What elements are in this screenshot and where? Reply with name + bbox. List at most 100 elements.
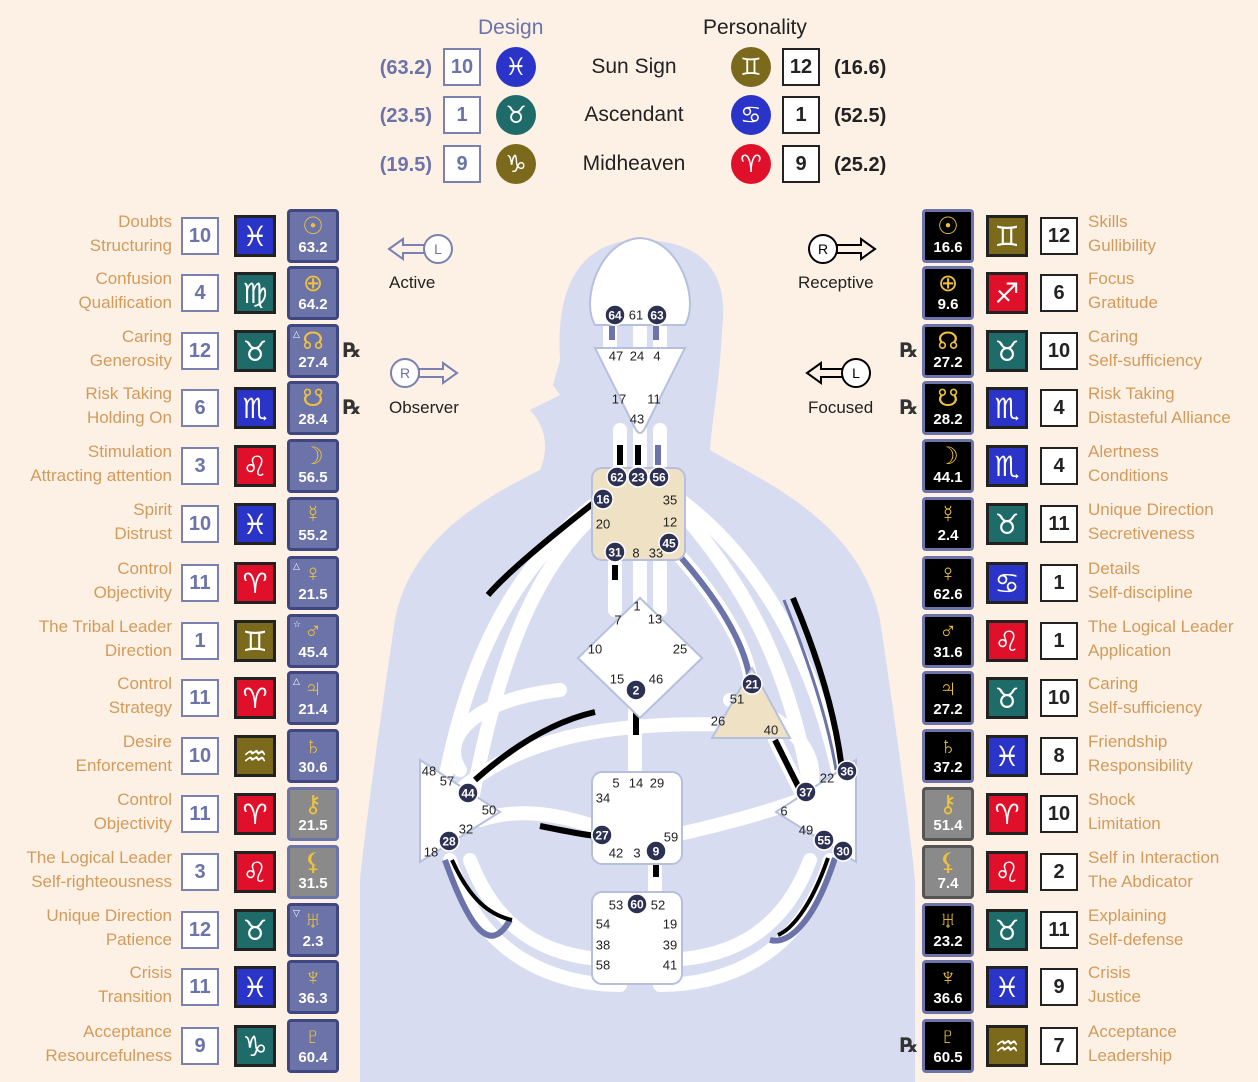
planet-degree: 55.2 <box>298 527 328 544</box>
planet-degree: 36.6 <box>933 990 963 1007</box>
planet-tile[interactable]: ♃27.2 <box>922 671 974 725</box>
planet-tile[interactable]: ⊕9.6 <box>922 266 974 320</box>
line-number-box: 1 <box>181 622 219 660</box>
planet-tile[interactable]: ♄30.6 <box>287 729 339 783</box>
planet-tile[interactable]: ♅2.3▽ <box>287 903 339 957</box>
planet-tile[interactable]: ♂45.4☆ <box>287 614 339 668</box>
planet-tile[interactable]: ♀21.5△ <box>287 556 339 610</box>
retrograde-icon: ℞ <box>900 1035 918 1057</box>
planet-tile[interactable]: ♇60.5 <box>922 1019 974 1073</box>
south-node-icon: ☋ <box>937 385 959 412</box>
planet-tile[interactable]: ♄37.2 <box>922 729 974 783</box>
gate-line-title: Crisis <box>1088 963 1131 982</box>
planet-tile[interactable]: ♀62.6 <box>922 556 974 610</box>
line-number-box: 10 <box>1040 332 1078 370</box>
line-number-box: 3 <box>181 447 219 485</box>
capricorn-icon: ♑ <box>496 144 536 184</box>
planet-tile[interactable]: ⚷51.4 <box>922 787 974 841</box>
gate-line-title: Friendship <box>1088 732 1168 751</box>
personality-paren: (25.2) <box>834 154 887 176</box>
planet-degree: 9.6 <box>937 296 959 313</box>
mars-icon: ♂ <box>939 618 957 645</box>
planet-tile[interactable]: ☿55.2 <box>287 497 339 551</box>
planet-tile[interactable]: ♃21.4△ <box>287 671 339 725</box>
planet-tile[interactable]: ☉63.2 <box>287 209 339 263</box>
planet-tile[interactable]: ☿2.4 <box>922 497 974 551</box>
pisces-icon: ♓ <box>234 215 276 257</box>
planet-degree: 27.4 <box>298 354 328 371</box>
planet-tile[interactable]: ☉16.6 <box>922 209 974 263</box>
planet-tile[interactable]: ☽44.1 <box>922 439 974 493</box>
aspect-mark-icon: ▽ <box>293 908 300 918</box>
planet-tile[interactable]: ☋28.4 <box>287 381 339 435</box>
aspect-mark-icon: △ <box>293 329 300 339</box>
planet-tile[interactable]: ♇60.4 <box>287 1019 339 1073</box>
gate-line-subtitle: Conditions <box>1088 466 1169 485</box>
taurus-icon: ♉ <box>986 330 1028 372</box>
gate-line-title: Doubts <box>118 212 172 231</box>
mercury-icon: ☿ <box>939 501 957 528</box>
line-number-box: 10 <box>181 505 219 543</box>
planet-tile[interactable]: ♆36.6 <box>922 960 974 1014</box>
retrograde-icon: ℞ <box>900 397 918 419</box>
planet-degree: 51.4 <box>933 817 963 834</box>
pisces-icon: ♓ <box>496 47 536 87</box>
aspect-mark-icon: △ <box>293 676 300 686</box>
planet-tile[interactable]: ⚷21.5 <box>287 787 339 841</box>
planet-tile[interactable]: ♅23.2 <box>922 903 974 957</box>
planet-tile[interactable]: ☊27.4△ <box>287 324 339 378</box>
line-number-box: 10 <box>1040 679 1078 717</box>
planet-tile[interactable]: ⚸31.5 <box>287 845 339 899</box>
planet-tile[interactable]: ⊕64.2 <box>287 266 339 320</box>
gate-line-title: Caring <box>121 327 172 346</box>
gate-line-subtitle: Qualification <box>78 293 172 312</box>
planet-tile[interactable]: ☋28.2 <box>922 381 974 435</box>
planet-tile[interactable]: ☊27.2 <box>922 324 974 378</box>
gate-line-subtitle: Application <box>1088 641 1172 660</box>
gate-line-title: Acceptance <box>1088 1022 1177 1041</box>
gate-line-subtitle: Enforcement <box>75 756 172 775</box>
planet-degree: 56.5 <box>298 469 328 486</box>
planet-tile[interactable]: ☽56.5 <box>287 439 339 493</box>
gate-line-title: Risk Taking <box>85 384 172 403</box>
gate-line-subtitle: The Abdicator <box>1088 872 1193 891</box>
planet-degree: 36.3 <box>298 990 328 1007</box>
line-number-box: 10 <box>181 737 219 775</box>
gate-line-title: Spirit <box>133 500 172 519</box>
planet-tile[interactable]: ♂31.6 <box>922 614 974 668</box>
line-number-box: 6 <box>181 389 219 427</box>
planet-tile[interactable]: ⚸7.4 <box>922 845 974 899</box>
planet-tile[interactable]: ♆36.3 <box>287 960 339 1014</box>
line-number-box: 11 <box>181 968 219 1006</box>
